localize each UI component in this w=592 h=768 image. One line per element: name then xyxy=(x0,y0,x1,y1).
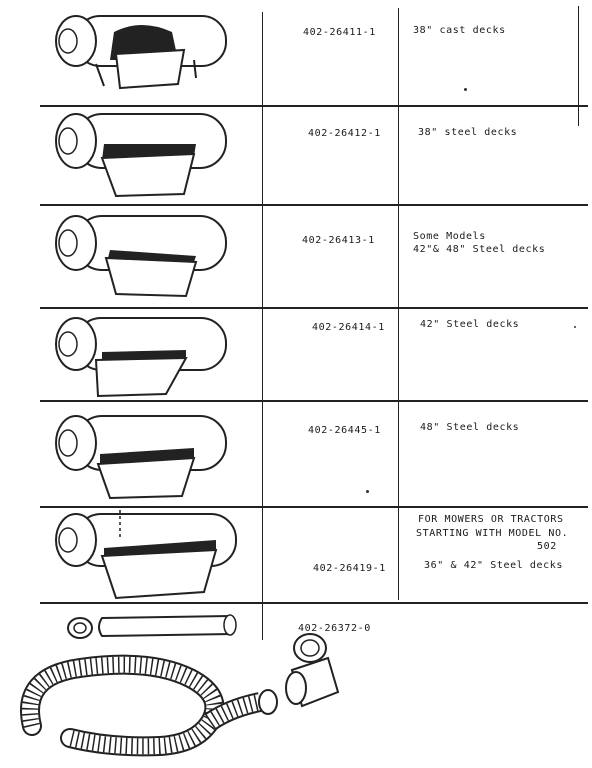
part-description-line: 38" steel decks xyxy=(418,127,518,138)
part-number: 402-26413-1 xyxy=(302,235,375,246)
column-divider-left xyxy=(262,12,263,640)
column-divider-right xyxy=(398,8,399,600)
scan-speck xyxy=(464,88,467,91)
part-description-line: 42" Steel decks xyxy=(420,319,520,330)
part-description-line: 502 xyxy=(537,541,557,552)
row-divider-4 xyxy=(40,400,588,402)
scan-speck xyxy=(366,490,369,493)
part-number: 402-26412-1 xyxy=(308,128,381,139)
row-divider-6 xyxy=(40,602,588,604)
muffler-deflector-icon xyxy=(55,317,227,398)
muffler-steel-deck-icon xyxy=(55,113,227,198)
muffler-bracket-icon xyxy=(55,215,227,298)
hose-kit-icon xyxy=(20,614,340,757)
part-number: 402-26445-1 xyxy=(308,425,381,436)
page-edge-line xyxy=(578,6,579,126)
row-divider-5 xyxy=(40,506,588,508)
muffler-chute-icon xyxy=(55,510,237,600)
row-divider-3 xyxy=(40,307,588,309)
row-divider-2 xyxy=(40,204,588,206)
part-number: 402-26419-1 xyxy=(313,563,386,574)
part-description-line: 36" & 42" Steel decks xyxy=(424,560,564,571)
muffler-deflector-large-icon xyxy=(55,415,227,500)
part-description-line: STARTING WITH MODEL NO. xyxy=(416,528,569,539)
part-number: 402-26411-1 xyxy=(303,27,376,38)
muffler-cast-deck-icon xyxy=(55,15,227,90)
part-number: 402-26414-1 xyxy=(312,322,385,333)
part-description-line: FOR MOWERS OR TRACTORS xyxy=(418,514,564,525)
row-divider-1 xyxy=(40,105,588,107)
part-description-line: 42"& 48" Steel decks xyxy=(413,244,546,255)
part-description-line: 48" Steel decks xyxy=(420,422,520,433)
part-number: 402-26372-0 xyxy=(298,623,371,634)
part-description-line: Some Models xyxy=(413,231,486,242)
scan-speck xyxy=(574,326,576,328)
part-description-line: 38" cast decks xyxy=(413,25,506,36)
